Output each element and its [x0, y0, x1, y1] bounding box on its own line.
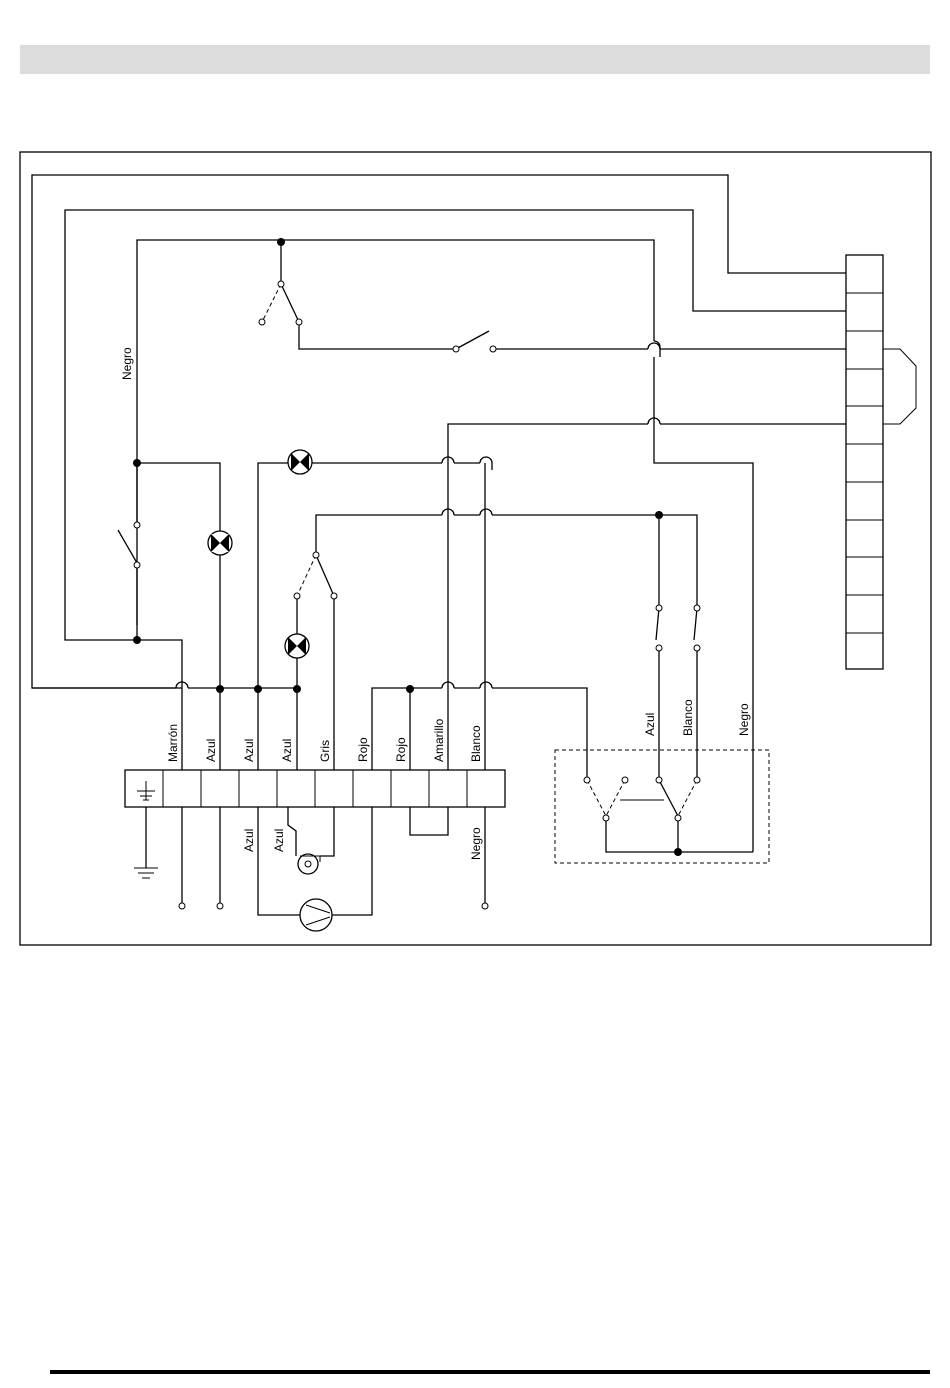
- connector-block: [846, 255, 916, 669]
- wire-top-loop: [137, 240, 654, 625]
- indicator-lamp-icon-3: [285, 634, 309, 658]
- label-marron: Marrón: [166, 724, 180, 762]
- label-azul-lower: Azul: [242, 829, 256, 852]
- terminal-strip: [125, 770, 505, 807]
- label-blanco-right: Blanco: [681, 699, 695, 736]
- label-blanco: Blanco: [469, 725, 483, 762]
- label-azul-right: Azul: [643, 713, 657, 736]
- label-rojo-1: Rojo: [356, 737, 370, 762]
- footer-rule: [50, 1370, 930, 1374]
- wire-outer-1: [32, 175, 846, 688]
- ground-icon: [134, 868, 158, 878]
- label-rojo-2: Rojo: [394, 737, 408, 762]
- connector-bridge: [883, 349, 916, 424]
- contact-points: [134, 281, 700, 909]
- label-azul-3: Azul: [280, 739, 294, 762]
- fan-icon: [298, 854, 320, 874]
- label-azul-2: Azul: [242, 739, 256, 762]
- pump-icon: [300, 899, 332, 931]
- wire-outer-2: [65, 210, 846, 640]
- label-negro-right: Negro: [737, 703, 751, 736]
- diagram-frame: [20, 152, 931, 945]
- label-negro-top: Negro: [120, 347, 134, 380]
- label-amarillo: Amarillo: [432, 718, 446, 762]
- ground-terminal-icon: [137, 781, 155, 800]
- label-azul-lower-2: Azul: [272, 829, 286, 852]
- label-gris: Gris: [318, 740, 332, 762]
- label-negro-lower: Negro: [469, 827, 483, 860]
- indicator-lamp-icon-2: [288, 450, 312, 474]
- label-azul-1: Azul: [204, 739, 218, 762]
